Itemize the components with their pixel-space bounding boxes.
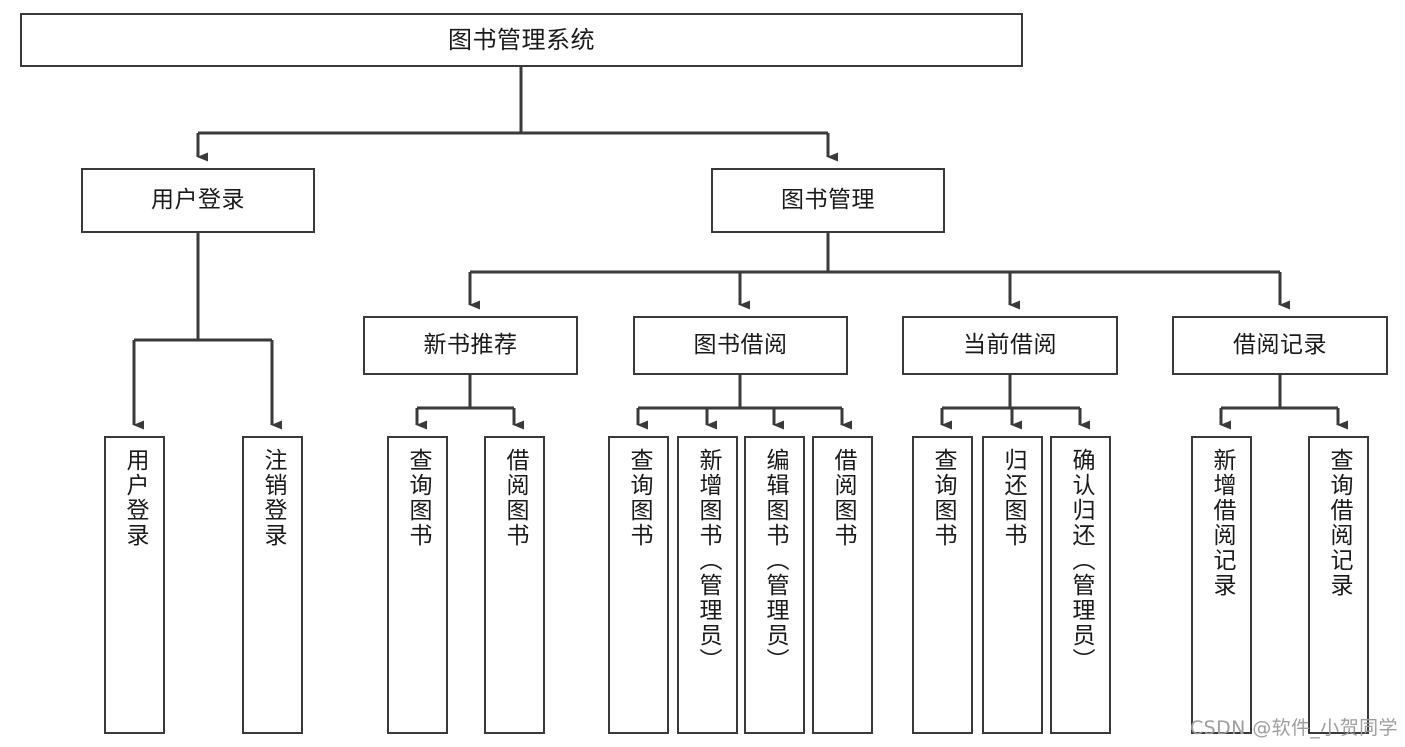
node-borrow-record[interactable]: 借阅记录	[1172, 316, 1388, 375]
node-root[interactable]: 图书管理系统	[20, 13, 1023, 67]
node-leaf-borrow-book-1[interactable]: 借阅图书	[484, 436, 545, 734]
node-leaf-user-logout[interactable]: 注销登录	[242, 436, 303, 734]
node-leaf-user-login-label: 用户登录	[122, 448, 148, 548]
node-leaf-user-login[interactable]: 用户登录	[104, 436, 165, 734]
node-current-borrow-label: 当前借阅	[963, 331, 1057, 358]
watermark: CSDN @软件_小贺同学	[1190, 717, 1398, 739]
node-leaf-query-book-3[interactable]: 查询图书	[912, 436, 973, 734]
node-leaf-add-record-label: 新增借阅记录	[1209, 448, 1235, 598]
node-leaf-confirm-return[interactable]: 确认归还（管理员）	[1050, 436, 1111, 734]
node-leaf-query-book-2[interactable]: 查询图书	[608, 436, 669, 734]
node-book-borrow[interactable]: 图书借阅	[633, 316, 848, 375]
node-leaf-query-book-1[interactable]: 查询图书	[387, 436, 448, 734]
node-new-book-recommend-label: 新书推荐	[423, 331, 518, 358]
node-leaf-borrow-book-2[interactable]: 借阅图书	[812, 436, 873, 734]
node-leaf-query-record-label: 查询借阅记录	[1326, 448, 1352, 598]
node-user-login[interactable]: 用户登录	[81, 168, 315, 233]
node-leaf-borrow-book-2-label: 借阅图书	[830, 448, 856, 548]
node-leaf-add-book-label: 新增图书（管理员）	[695, 448, 721, 673]
node-leaf-user-logout-label: 注销登录	[260, 448, 286, 548]
node-leaf-query-book-1-label: 查询图书	[405, 448, 431, 548]
node-root-label: 图书管理系统	[448, 25, 595, 54]
node-book-management-label: 图书管理	[781, 186, 875, 213]
node-leaf-edit-book-label: 编辑图书（管理员）	[762, 448, 788, 673]
node-new-book-recommend[interactable]: 新书推荐	[363, 316, 578, 375]
node-book-borrow-label: 图书借阅	[693, 331, 788, 358]
node-leaf-query-book-3-label: 查询图书	[930, 448, 956, 548]
node-current-borrow[interactable]: 当前借阅	[902, 316, 1118, 375]
node-leaf-query-book-2-label: 查询图书	[626, 448, 652, 548]
node-book-management[interactable]: 图书管理	[711, 168, 945, 233]
node-leaf-confirm-return-label: 确认归还（管理员）	[1068, 448, 1094, 673]
node-leaf-borrow-book-1-label: 借阅图书	[502, 448, 528, 548]
node-leaf-add-record[interactable]: 新增借阅记录	[1191, 436, 1252, 734]
node-leaf-query-record[interactable]: 查询借阅记录	[1308, 436, 1369, 734]
node-borrow-record-label: 借阅记录	[1233, 331, 1327, 358]
node-leaf-add-book[interactable]: 新增图书（管理员）	[677, 436, 738, 734]
node-user-login-label: 用户登录	[151, 186, 245, 213]
node-leaf-return-book[interactable]: 归还图书	[982, 436, 1043, 734]
node-leaf-edit-book[interactable]: 编辑图书（管理员）	[744, 436, 805, 734]
node-leaf-return-book-label: 归还图书	[1000, 448, 1026, 548]
